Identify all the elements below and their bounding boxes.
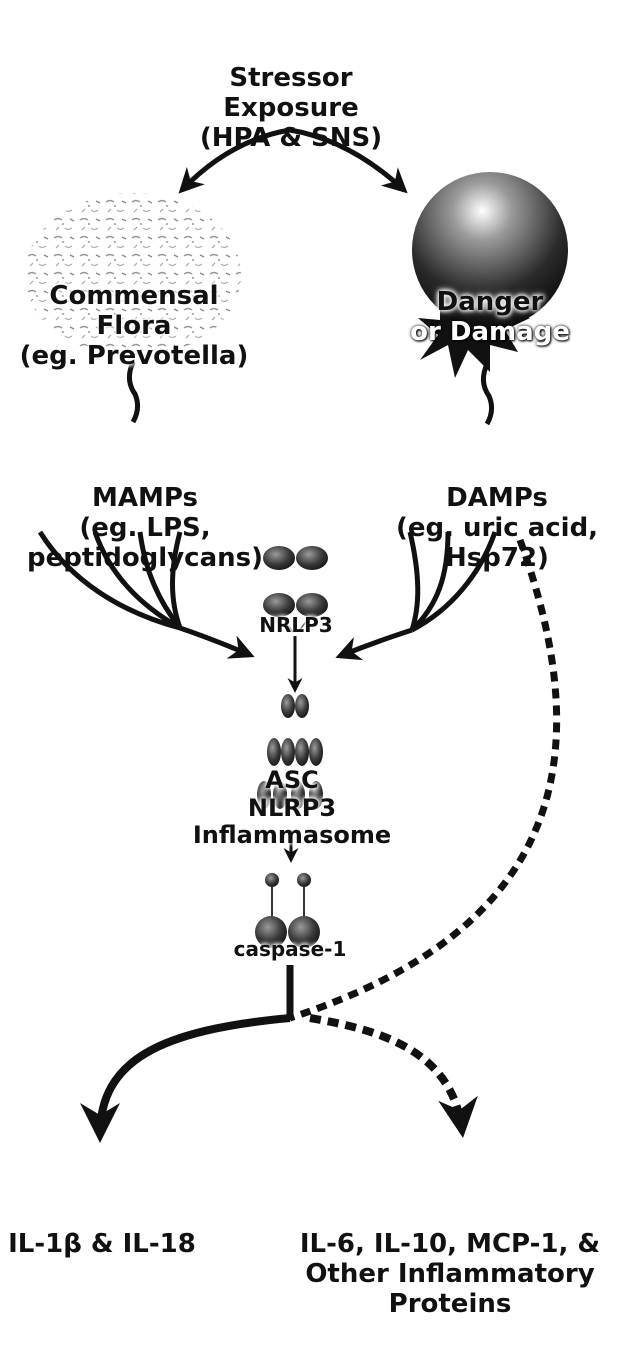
damps-label: DAMPs(eg. uric acid,Hsp72) bbox=[395, 482, 599, 573]
caspase-1-graphic bbox=[255, 873, 320, 948]
danger-sphere-graphic bbox=[412, 172, 568, 378]
nrlp3-label: NRLP3 bbox=[259, 613, 333, 637]
flora-to-mamps-squiggle bbox=[127, 360, 141, 424]
il1b-il18-arrow bbox=[80, 1014, 291, 1143]
mamps-label: MAMPs(eg. LPS,peptidoglycans) bbox=[27, 482, 263, 573]
il1b-il18-label: IL-1β & IL-18 bbox=[8, 1228, 196, 1259]
secondary-dotted-arrow bbox=[309, 1014, 478, 1138]
nrlp3-complex-graphic bbox=[263, 546, 328, 633]
danger-to-damps-squiggle bbox=[481, 362, 495, 426]
damps-arrows bbox=[335, 531, 498, 661]
caspase-1-label: caspase-1 bbox=[233, 937, 347, 961]
inflammation-pathway-diagram bbox=[25, 127, 568, 1143]
mamps-arrows bbox=[37, 530, 255, 659]
damps-dotted-path bbox=[288, 538, 561, 1022]
commensal-flora-graphic bbox=[25, 193, 241, 357]
inflammasome-graphic bbox=[257, 694, 323, 809]
stressor-arrows bbox=[178, 127, 408, 194]
